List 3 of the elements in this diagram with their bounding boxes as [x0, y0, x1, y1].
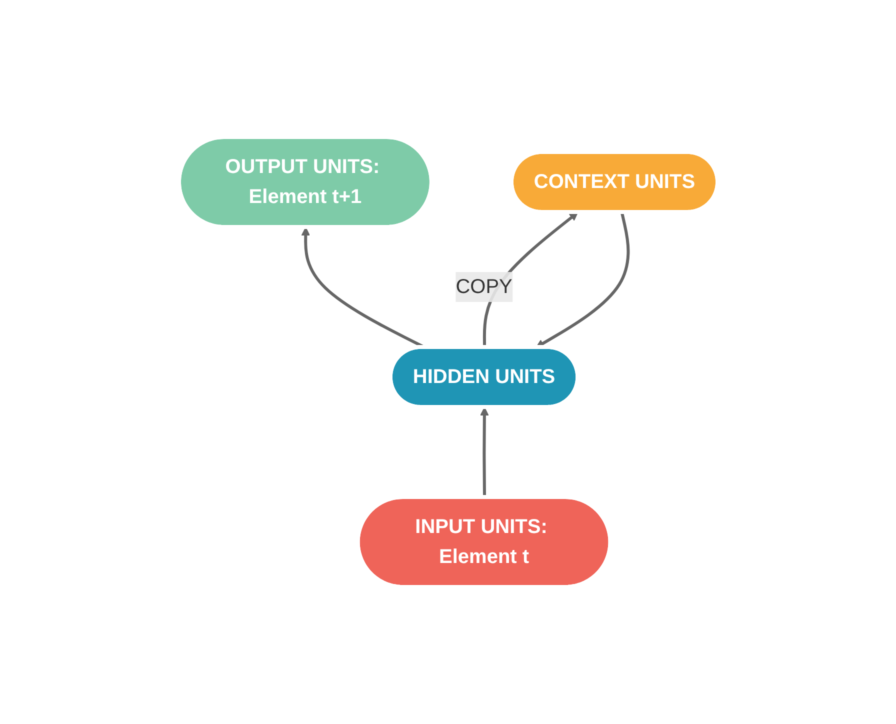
arrow — [480, 407, 489, 498]
arrow — [535, 212, 630, 348]
edge-label: COPY — [455, 276, 512, 298]
